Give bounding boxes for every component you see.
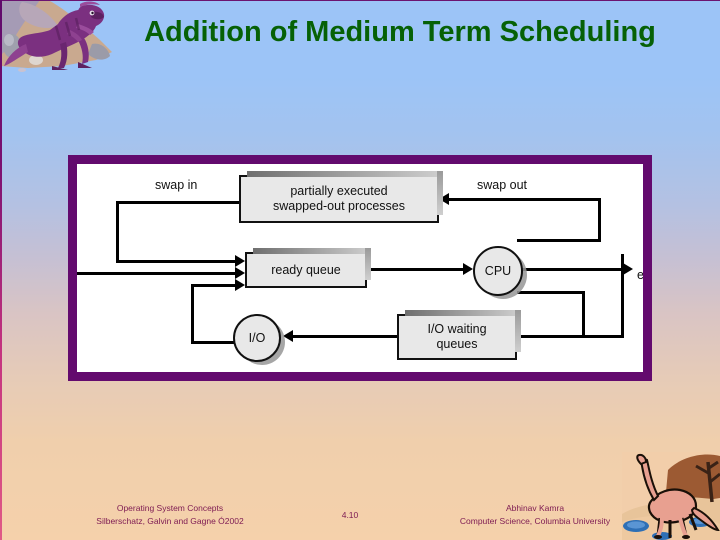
swapped-out-processes-line1: partially executed	[290, 184, 388, 199]
swap-out-top-line	[449, 198, 601, 201]
end-label: end	[637, 268, 651, 282]
io-return-vertical-line	[191, 284, 194, 344]
swap-in-bottom-line	[116, 260, 238, 263]
io-return-horizontal-line	[191, 284, 239, 287]
ready-queue-label: ready queue	[271, 262, 341, 277]
cpu-to-end-arrowhead	[623, 263, 633, 275]
io-waiting-queues-line2: queues	[436, 337, 478, 351]
new-process-entry-line	[77, 272, 238, 275]
slide-top-edge	[0, 0, 720, 1]
outer-return-horizontal-line	[537, 335, 624, 338]
slide-footer: Operating System Concepts Silberschatz, …	[0, 492, 720, 540]
io-waiting-queues-line1: I/O waiting	[427, 322, 487, 337]
io-label: I/O	[248, 331, 266, 345]
swap-in-arrowhead	[235, 255, 245, 267]
swap-out-from-cpu-line	[517, 239, 601, 242]
swapped-out-processes-line2: swapped-out processes	[272, 199, 406, 213]
footer-book-title: Operating System Concepts	[116, 503, 224, 513]
footer-book-credit: Operating System Concepts Silberschatz, …	[30, 502, 310, 528]
io-to-return-line	[191, 341, 235, 344]
iowait-to-io-arrowhead	[283, 330, 293, 342]
cpu-to-end-line	[521, 268, 629, 271]
footer-book-authors: Silberschatz, Galvin and Gagne Ó2002	[96, 515, 244, 526]
slide-left-edge	[0, 0, 2, 540]
swap-in-top-line	[116, 201, 239, 204]
medium-term-scheduling-diagram: swap in swap out end partially executed …	[68, 155, 652, 381]
swap-in-vertical-line	[116, 201, 119, 263]
diagram-canvas: swap in swap out end partially executed …	[77, 164, 643, 372]
cpu-label: CPU	[484, 264, 512, 278]
new-process-arrowhead	[235, 267, 245, 279]
io-waiting-queues-box: I/O waiting queues	[397, 310, 521, 360]
swap-out-label: swap out	[477, 178, 528, 192]
ready-to-cpu-line	[365, 268, 468, 271]
footer-page-number: 4.10	[341, 510, 359, 520]
ready-queue-box: ready queue	[245, 248, 371, 288]
swap-out-arrowhead	[439, 193, 449, 205]
footer-author-affiliation: Computer Science, Columbia University	[459, 515, 611, 526]
footer-author-credit: Abhinav Kamra Computer Science, Columbia…	[410, 502, 660, 528]
cpu-node: CPU	[473, 246, 523, 296]
io-return-arrowhead	[235, 279, 245, 291]
footer-author-name: Abhinav Kamra	[505, 503, 565, 513]
io-node: I/O	[233, 314, 281, 362]
swap-out-vertical-line	[598, 198, 601, 242]
cpu-to-iowait-vertical-line	[582, 291, 585, 338]
cpu-to-iowait-top-line	[517, 291, 585, 294]
dinosaur-sauropod-on-sand-image	[622, 452, 720, 540]
dinosaur-tyrannosaur-on-rock-image	[0, 0, 138, 73]
ready-to-cpu-arrowhead	[463, 263, 473, 275]
swap-in-label: swap in	[155, 178, 198, 192]
page-title: Addition of Medium Term Scheduling	[144, 16, 656, 48]
outer-return-vertical-line	[621, 254, 624, 338]
iowait-to-io-line	[291, 335, 397, 338]
swapped-out-processes-box: partially executed swapped-out processes	[239, 171, 443, 223]
